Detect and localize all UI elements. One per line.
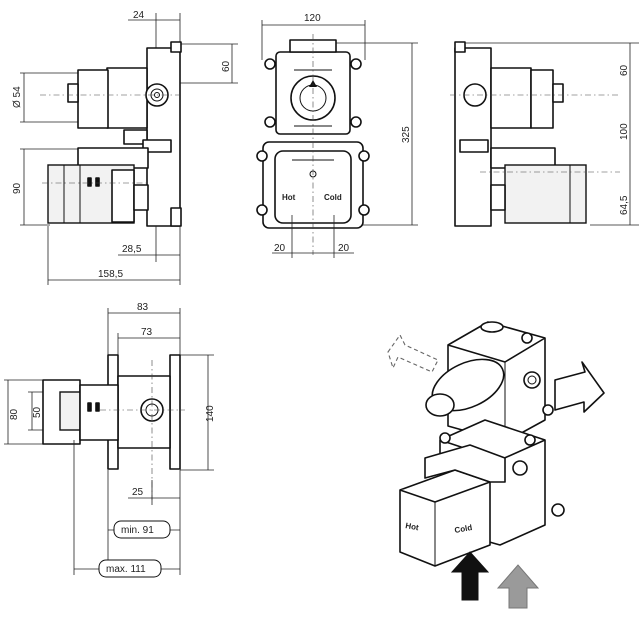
dim-20-left: 20 <box>274 243 286 254</box>
dim-24: 24 <box>133 10 145 21</box>
dim-73: 73 <box>141 327 153 338</box>
dim-25: 25 <box>132 487 144 498</box>
arrow-left-dashed-outline-icon <box>387 333 439 373</box>
side-view-right: 60 100 64,5 <box>450 41 639 227</box>
dim-20-right: 20 <box>338 243 350 254</box>
isometric-view: Hot Cold <box>387 321 605 609</box>
front-view: 120 325 Hot Cold 20 20 <box>256 13 418 258</box>
dim-80: 80 <box>9 408 20 420</box>
label-hot: Hot <box>282 193 296 202</box>
dim-140: 140 <box>205 405 216 422</box>
dim-60-left: 60 <box>221 60 232 72</box>
iso-label-cold: Cold <box>454 523 473 535</box>
dim-120: 120 <box>304 13 321 24</box>
top-view: 83 73 80 50 140 <box>4 302 216 578</box>
dim-90: 90 <box>12 182 23 194</box>
arrow-up-grey-icon <box>496 564 540 609</box>
dim-100: 100 <box>619 123 630 140</box>
side-view-left: 24 60 Ø 54 90 <box>12 10 238 285</box>
arrow-up-black-icon <box>450 551 490 601</box>
dim-158-5: 158,5 <box>98 269 123 280</box>
dim-50: 50 <box>32 406 43 418</box>
iso-label-hot: Hot <box>405 521 420 532</box>
dim-max-111: max. 111 <box>106 564 146 575</box>
dim-min-91: min. 91 <box>121 525 154 536</box>
dim-28-5: 28,5 <box>122 244 142 255</box>
dim-diameter-54: Ø 54 <box>12 86 23 108</box>
dim-60-right: 60 <box>619 64 630 76</box>
dim-64-5: 64,5 <box>619 195 630 215</box>
dim-325: 325 <box>401 126 412 143</box>
label-cold: Cold <box>324 193 342 202</box>
arrow-right-outline-icon <box>554 361 605 413</box>
dim-83: 83 <box>137 302 149 313</box>
